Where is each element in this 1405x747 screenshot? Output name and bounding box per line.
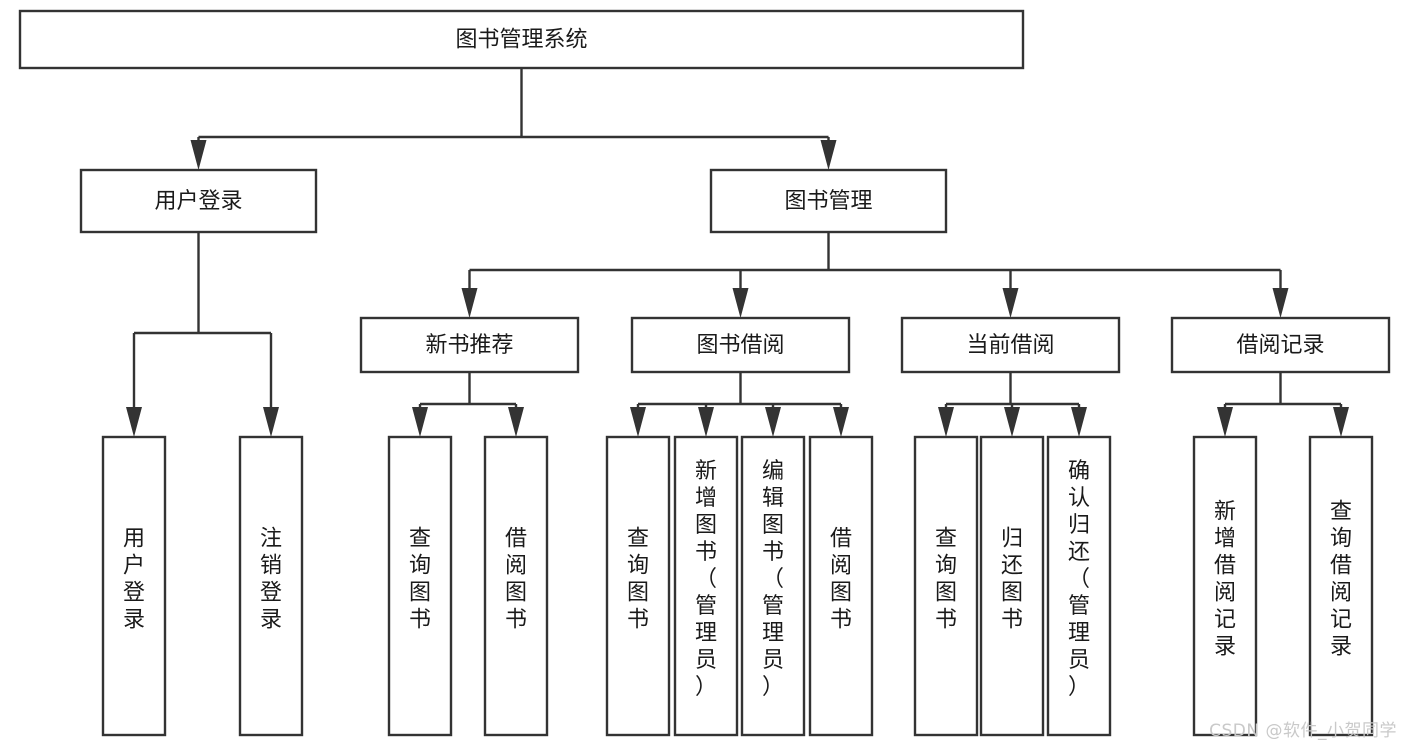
node-label: 新增借阅记录 xyxy=(1214,500,1236,660)
leaf-node-leaf-logout[interactable]: 注销登录 xyxy=(238,435,304,737)
connector-root-to-level2 xyxy=(190,68,837,170)
node-label: 用户登录 xyxy=(123,527,145,633)
level3-node-book-borrow[interactable]: 图书借阅 xyxy=(630,316,851,374)
level3-node-borrow-record[interactable]: 借阅记录 xyxy=(1170,316,1391,374)
leaf-node-leaf-borrow-book[interactable]: 借阅图书 xyxy=(808,435,874,737)
level2-node-book-management[interactable]: 图书管理 xyxy=(709,168,948,234)
arrow-head-icon xyxy=(126,407,142,437)
leaf-node-leaf-return-book[interactable]: 归还图书 xyxy=(979,435,1045,737)
connector-current-to-leaves xyxy=(938,372,1087,437)
arrow-head-icon xyxy=(508,407,524,437)
arrow-head-icon xyxy=(765,407,781,437)
arrow-head-icon xyxy=(263,407,279,437)
leaf-node-leaf-add-borrow-record[interactable]: 新增借阅记录 xyxy=(1192,435,1258,737)
node-label: 查询图书 xyxy=(627,527,649,633)
node-label: 借阅图书 xyxy=(830,527,852,633)
leaf-node-leaf-query-borrow-record[interactable]: 查询借阅记录 xyxy=(1308,435,1374,737)
node-box[interactable] xyxy=(1308,435,1374,737)
node-box[interactable] xyxy=(673,435,739,737)
node-label: 确认归还（管理员） xyxy=(1068,459,1090,700)
node-box[interactable] xyxy=(913,435,979,737)
node-label: 借阅图书 xyxy=(505,527,527,633)
node-box[interactable] xyxy=(709,168,948,234)
node-box[interactable] xyxy=(1192,435,1258,737)
connector-layer xyxy=(126,68,1349,437)
node-label: 查询借阅记录 xyxy=(1330,500,1352,660)
arrow-head-icon xyxy=(1217,407,1233,437)
leaf-node-leaf-add-book[interactable]: 新增图书（管理员） xyxy=(673,435,739,737)
connector-recommend-to-leaves xyxy=(412,372,524,437)
node-box[interactable] xyxy=(387,435,453,737)
node-box[interactable] xyxy=(630,316,851,374)
node-box[interactable] xyxy=(979,435,1045,737)
arrow-head-icon xyxy=(412,407,428,437)
node-layer: 图书管理系统用户登录图书管理新书推荐图书借阅当前借阅借阅记录用户登录注销登录查询… xyxy=(18,9,1391,737)
node-box[interactable] xyxy=(483,435,549,737)
leaf-node-leaf-borrow-book-recommend[interactable]: 借阅图书 xyxy=(483,435,549,737)
level3-node-current-borrow[interactable]: 当前借阅 xyxy=(900,316,1121,374)
arrow-head-icon xyxy=(698,407,714,437)
node-box[interactable] xyxy=(1170,316,1391,374)
leaf-node-leaf-query-book-borrow[interactable]: 查询图书 xyxy=(605,435,671,737)
leaf-node-leaf-confirm-return[interactable]: 确认归还（管理员） xyxy=(1046,435,1112,737)
leaf-node-leaf-edit-book[interactable]: 编辑图书（管理员） xyxy=(740,435,806,737)
node-box[interactable] xyxy=(605,435,671,737)
node-box[interactable] xyxy=(740,435,806,737)
node-box[interactable] xyxy=(101,435,167,737)
connector-record-to-leaves xyxy=(1217,372,1349,437)
arrow-head-icon xyxy=(1071,407,1087,437)
arrow-head-icon xyxy=(630,407,646,437)
arrow-head-icon xyxy=(833,407,849,437)
level2-node-user-login[interactable]: 用户登录 xyxy=(79,168,318,234)
leaf-node-leaf-query-book-current[interactable]: 查询图书 xyxy=(913,435,979,737)
root-node-root[interactable]: 图书管理系统 xyxy=(18,9,1025,70)
arrow-head-icon xyxy=(190,140,207,170)
node-box[interactable] xyxy=(79,168,318,234)
node-label: 用户登录 xyxy=(154,189,242,214)
arrow-head-icon xyxy=(1002,288,1019,318)
node-label: 借阅记录 xyxy=(1236,333,1324,358)
arrow-head-icon xyxy=(461,288,478,318)
node-box[interactable] xyxy=(808,435,874,737)
node-label: 图书管理系统 xyxy=(455,28,587,53)
arrow-head-icon xyxy=(1333,407,1349,437)
connector-userlogin-to-leaves xyxy=(126,232,279,437)
node-box[interactable] xyxy=(900,316,1121,374)
node-label: 新书推荐 xyxy=(425,333,513,358)
watermark: CSDN @软件_小贺同学 xyxy=(1209,721,1397,741)
arrow-head-icon xyxy=(1004,407,1020,437)
node-label: 查询图书 xyxy=(409,527,431,633)
level3-node-new-book-recommend[interactable]: 新书推荐 xyxy=(359,316,580,374)
node-label: 注销登录 xyxy=(260,527,282,633)
node-label: 当前借阅 xyxy=(966,333,1054,358)
leaf-node-leaf-query-book-recommend[interactable]: 查询图书 xyxy=(387,435,453,737)
connector-bookmgmt-to-level3 xyxy=(461,232,1289,318)
node-label: 图书借阅 xyxy=(696,333,784,358)
node-label: 图书管理 xyxy=(784,189,872,214)
node-box[interactable] xyxy=(1046,435,1112,737)
node-label: 归还图书 xyxy=(1001,527,1023,633)
arrow-head-icon xyxy=(1272,288,1289,318)
node-label: 查询图书 xyxy=(935,527,957,633)
arrow-head-icon xyxy=(938,407,954,437)
arrow-head-icon xyxy=(820,140,837,170)
node-box[interactable] xyxy=(359,316,580,374)
node-label: 编辑图书（管理员） xyxy=(762,459,784,700)
node-box[interactable] xyxy=(18,9,1025,70)
arrow-head-icon xyxy=(732,288,749,318)
leaf-node-leaf-user-login[interactable]: 用户登录 xyxy=(101,435,167,737)
node-label: 新增图书（管理员） xyxy=(695,459,717,700)
node-box[interactable] xyxy=(238,435,304,737)
connector-borrow-to-leaves xyxy=(630,372,849,437)
